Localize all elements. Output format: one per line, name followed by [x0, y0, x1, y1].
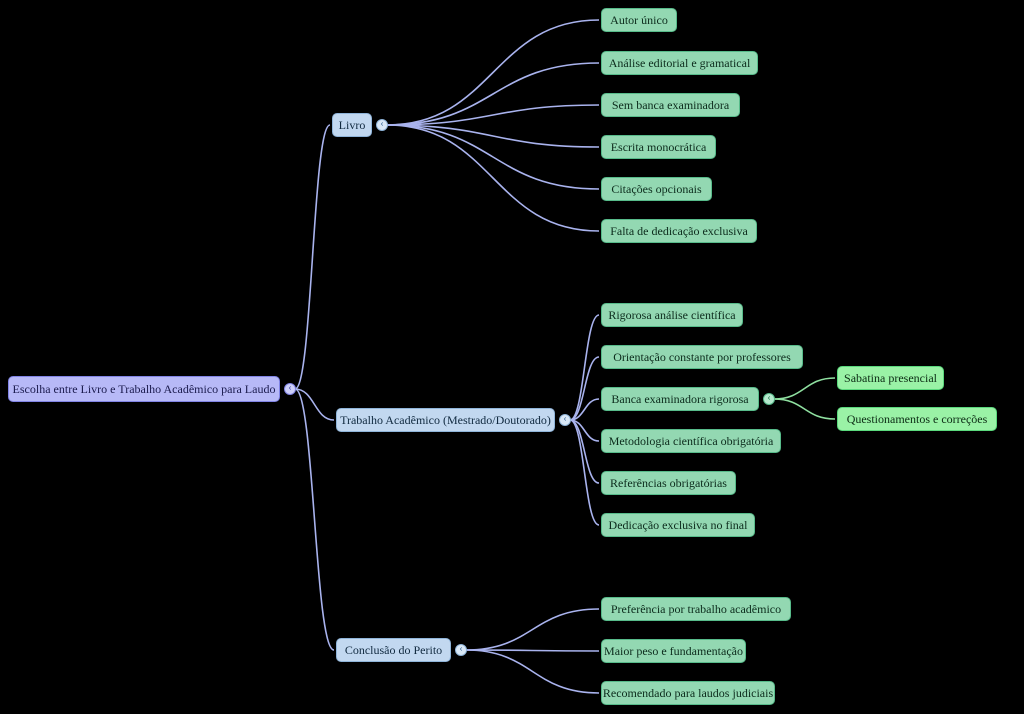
edge-livro-to-escrita-monocratica	[386, 124, 600, 148]
node-sem-banca-label: Sem banca examinadora	[611, 98, 730, 112]
node-sabatina-label: Sabatina presencial	[844, 371, 937, 385]
node-autor-unico-label: Autor único	[610, 13, 668, 27]
edge-trabalho-to-dedicacao-final	[569, 419, 600, 526]
node-sem-banca: Sem banca examinadora	[601, 93, 740, 117]
collapse-toggle-trabalho[interactable]: ‹	[559, 414, 571, 426]
node-banca-rigorosa-label: Banca examinadora rigorosa	[611, 392, 749, 406]
node-dedicacao-final: Dedicação exclusiva no final	[601, 513, 755, 537]
node-conclusao-label: Conclusão do Perito	[344, 643, 443, 657]
node-root-label: Escolha entre Livro e Trabalho Acadêmico…	[12, 382, 276, 396]
chevron-left-icon: ‹	[563, 413, 567, 425]
node-citacoes-opcionais-label: Citações opcionais	[611, 182, 702, 196]
edge-trabalho-to-banca-rigorosa	[569, 398, 600, 421]
edge-root-to-trabalho	[294, 388, 335, 421]
node-escrita-monocratica-label: Escrita monocrática	[610, 140, 707, 154]
node-questionamentos: Questionamentos e correções	[837, 407, 997, 431]
node-autor-unico: Autor único	[601, 8, 677, 32]
node-banca-rigorosa: Banca examinadora rigorosa	[601, 387, 759, 411]
node-maior-peso: Maior peso e fundamentação	[601, 639, 746, 663]
node-livro-label: Livro	[338, 118, 366, 132]
node-livro: Livro	[332, 113, 372, 137]
edge-livro-to-falta-dedicacao	[386, 124, 600, 232]
edge-livro-to-analise-editorial	[386, 62, 600, 126]
edge-conclusao-to-maior-peso	[465, 649, 600, 652]
edge-root-to-conclusao	[294, 388, 335, 651]
edge-conclusao-to-preferencia	[465, 608, 600, 651]
node-questionamentos-label: Questionamentos e correções	[846, 412, 988, 426]
chevron-left-icon: ‹	[288, 382, 292, 394]
edge-livro-to-citacoes-opcionais	[386, 124, 600, 190]
node-escrita-monocratica: Escrita monocrática	[601, 135, 716, 159]
node-maior-peso-label: Maior peso e fundamentação	[604, 644, 743, 658]
edge-livro-to-sem-banca	[386, 104, 600, 126]
node-recomendado-label: Recomendado para laudos judiciais	[602, 686, 774, 700]
collapse-toggle-banca-rigorosa[interactable]: ‹	[763, 393, 775, 405]
node-recomendado: Recomendado para laudos judiciais	[601, 681, 775, 705]
node-rigorosa-analise-label: Rigorosa análise científica	[608, 308, 736, 322]
node-root: Escolha entre Livro e Trabalho Acadêmico…	[8, 376, 280, 402]
node-analise-editorial: Análise editorial e gramatical	[601, 51, 758, 75]
edge-livro-to-autor-unico	[386, 19, 600, 126]
node-trabalho-label: Trabalho Acadêmico (Mestrado/Doutorado)	[340, 413, 551, 427]
node-analise-editorial-label: Análise editorial e gramatical	[608, 56, 751, 70]
node-referencias: Referências obrigatórias	[601, 471, 736, 495]
node-preferencia-label: Preferência por trabalho acadêmico	[610, 602, 782, 616]
node-referencias-label: Referências obrigatórias	[610, 476, 727, 490]
node-trabalho: Trabalho Acadêmico (Mestrado/Doutorado)	[336, 408, 555, 432]
chevron-left-icon: ‹	[459, 643, 463, 655]
edge-root-to-livro	[294, 124, 331, 390]
node-orientacao-constante: Orientação constante por professores	[601, 345, 803, 369]
node-conclusao: Conclusão do Perito	[336, 638, 451, 662]
node-rigorosa-analise: Rigorosa análise científica	[601, 303, 743, 327]
edge-conclusao-to-recomendado	[465, 649, 600, 694]
node-citacoes-opcionais: Citações opcionais	[601, 177, 712, 201]
node-metodologia-label: Metodologia científica obrigatória	[608, 434, 774, 448]
node-falta-dedicacao: Falta de dedicação exclusiva	[601, 219, 757, 243]
node-sabatina: Sabatina presencial	[837, 366, 944, 390]
collapse-toggle-conclusao[interactable]: ‹	[455, 644, 467, 656]
collapse-toggle-livro[interactable]: ‹	[376, 119, 388, 131]
node-preferencia: Preferência por trabalho acadêmico	[601, 597, 791, 621]
node-metodologia: Metodologia científica obrigatória	[601, 429, 781, 453]
node-orientacao-constante-label: Orientação constante por professores	[613, 350, 791, 364]
edge-trabalho-to-rigorosa-analise	[569, 314, 600, 421]
node-falta-dedicacao-label: Falta de dedicação exclusiva	[610, 224, 748, 238]
edge-banca-rigorosa-to-questionamentos	[773, 398, 836, 420]
edge-banca-rigorosa-to-sabatina	[773, 377, 836, 400]
node-dedicacao-final-label: Dedicação exclusiva no final	[608, 518, 748, 532]
chevron-left-icon: ‹	[380, 118, 384, 130]
collapse-toggle-root[interactable]: ‹	[284, 383, 296, 395]
chevron-left-icon: ‹	[767, 392, 771, 404]
edge-trabalho-to-orientacao-constante	[569, 356, 600, 421]
